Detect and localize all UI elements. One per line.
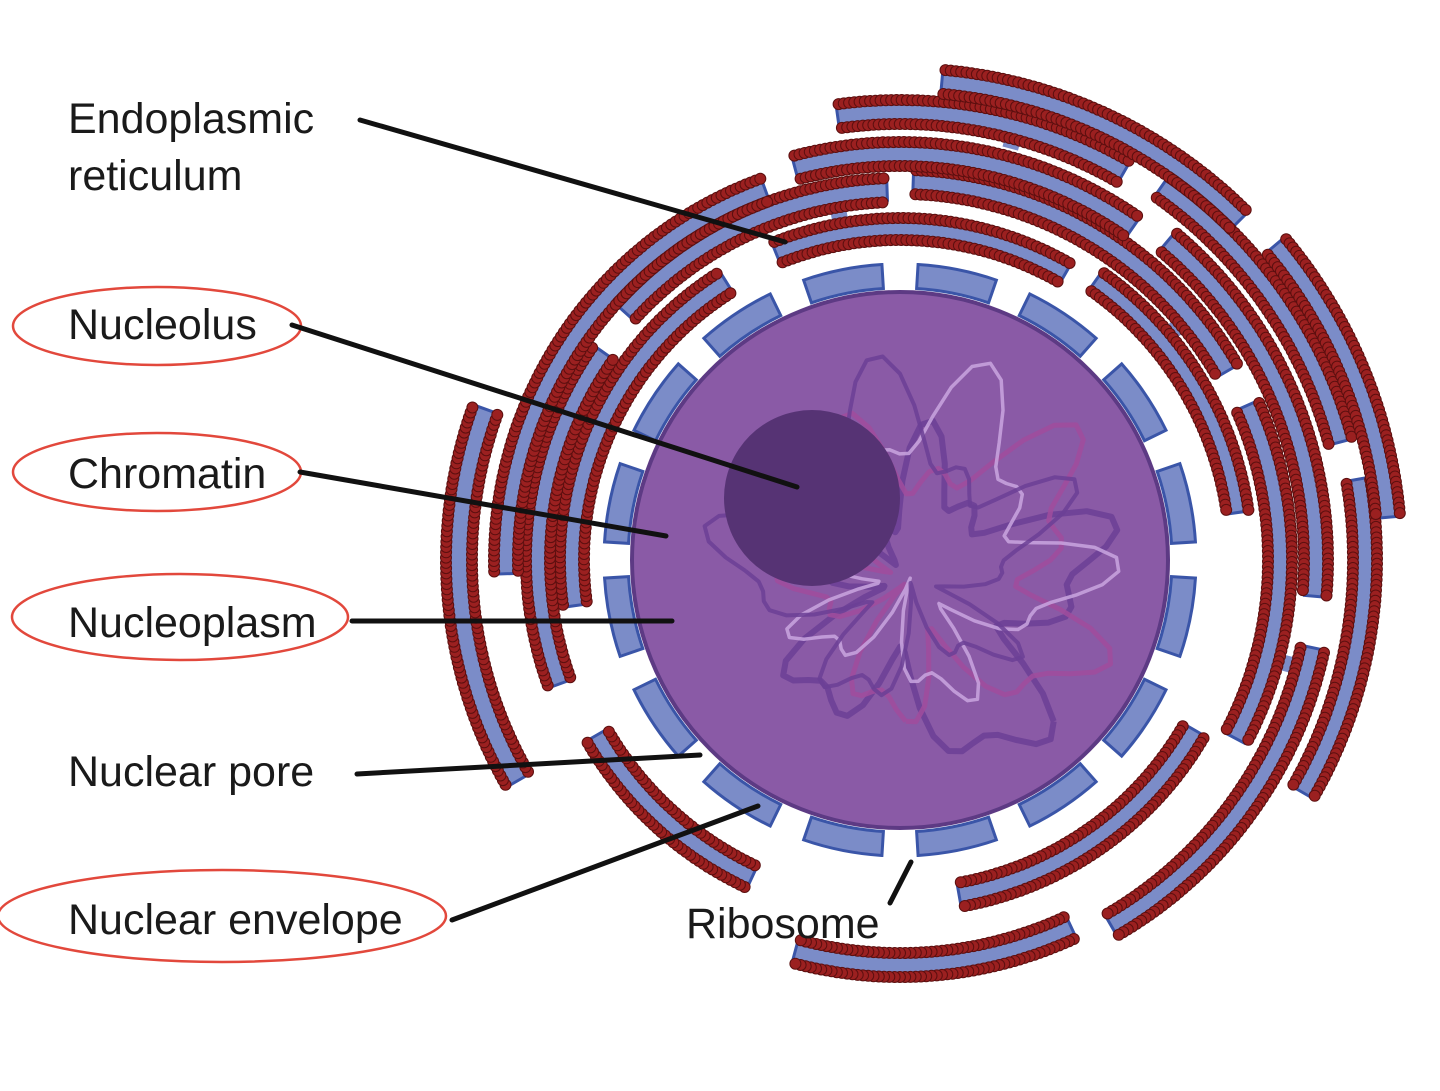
envelope-segment xyxy=(1101,677,1169,759)
leader-line-nuclear-pore xyxy=(354,752,703,777)
ribosome-dot xyxy=(1112,928,1125,941)
envelope-segment xyxy=(631,361,699,443)
ribosome-dot xyxy=(710,267,723,280)
label-nuclear-pore: Nuclear pore xyxy=(68,748,314,796)
ribosome-dot xyxy=(606,353,619,366)
leader-line-ribosome xyxy=(887,859,914,906)
envelope-segment xyxy=(915,815,999,858)
nuclear-envelope-ring xyxy=(602,262,1198,858)
ribosome-dot xyxy=(581,736,594,749)
envelope-segment xyxy=(1155,575,1198,659)
envelope-segment xyxy=(631,677,699,759)
ribosome-dots xyxy=(440,64,1406,983)
ribosome-dot xyxy=(958,900,971,912)
highlight-circle-nucleoplasm xyxy=(10,572,350,662)
envelope-segment xyxy=(1017,291,1099,359)
label-chromatin: Chromatin xyxy=(68,450,266,498)
highlight-circle-nuclear-envelope xyxy=(0,868,448,964)
ribosome-dot xyxy=(877,172,890,185)
ribosome-dot xyxy=(602,725,615,738)
ribosome-dot xyxy=(1220,503,1233,516)
ribosome-dot xyxy=(1296,584,1309,597)
leader-line-nucleolus xyxy=(289,322,800,490)
ribosome-dot xyxy=(1063,257,1076,269)
label-endoplasmic-reticulum: Endoplasmic reticulum xyxy=(68,95,326,200)
ribosome-dot xyxy=(1239,203,1252,216)
envelope-segment xyxy=(801,815,885,858)
envelope-segment xyxy=(1155,461,1198,545)
label-er-line-2: reticulum xyxy=(68,152,242,200)
envelope-segment xyxy=(801,262,885,305)
label-nucleolus: Nucleolus xyxy=(68,301,257,349)
ribosome-dot xyxy=(1051,275,1064,288)
ribosome-dot xyxy=(1223,221,1236,234)
ribosome-dot xyxy=(789,957,802,970)
envelope-segment xyxy=(1101,361,1169,443)
ribosome-dot xyxy=(1322,437,1335,450)
envelope-segment xyxy=(1017,761,1099,829)
ribosome-dot xyxy=(1369,508,1382,520)
ribosome-dot xyxy=(1242,733,1255,746)
envelope-segment xyxy=(701,761,783,829)
label-nucleoplasm: Nucleoplasm xyxy=(68,599,317,647)
ribosome-dot xyxy=(1209,367,1222,380)
leader-line-nuclear-envelope xyxy=(449,803,761,923)
ribosome-dot xyxy=(466,401,479,414)
ribosome-dot xyxy=(491,408,504,421)
ribosome-dot xyxy=(1101,907,1114,920)
envelope-segment xyxy=(915,262,999,305)
ribosome-dot xyxy=(1308,789,1321,802)
ribosome-dot xyxy=(1220,723,1233,736)
ribosome-dot xyxy=(761,195,774,208)
label-nuclear-envelope: Nuclear envelope xyxy=(68,896,403,944)
ribosome-dot xyxy=(1393,507,1406,520)
ribosome-dot xyxy=(1110,175,1123,188)
ribosome-dot xyxy=(794,934,807,947)
ribosome-dot xyxy=(754,172,767,185)
ribosome-dot xyxy=(1117,229,1130,242)
ribosome-dot xyxy=(1131,209,1144,222)
ribosome-dot xyxy=(1287,778,1300,791)
nucleolus-body xyxy=(724,410,900,586)
envelope-segment xyxy=(602,575,645,659)
leader-line-er xyxy=(357,117,788,245)
ribosome-dot xyxy=(724,287,737,300)
label-ribosome: Ribosome xyxy=(686,900,880,948)
chromatin-strand xyxy=(773,410,1113,725)
ribosome-dot xyxy=(1242,503,1255,516)
label-er-line-1: Endoplasmic xyxy=(68,95,314,143)
leader-line-chromatin xyxy=(297,469,669,539)
ribosome-dot xyxy=(1320,589,1333,602)
chromatin-strand xyxy=(780,417,1121,755)
ribosome-dot xyxy=(954,876,967,889)
ribosome-dot xyxy=(1230,357,1243,370)
ribosome-dot xyxy=(876,196,889,209)
envelope-segment xyxy=(701,291,783,359)
